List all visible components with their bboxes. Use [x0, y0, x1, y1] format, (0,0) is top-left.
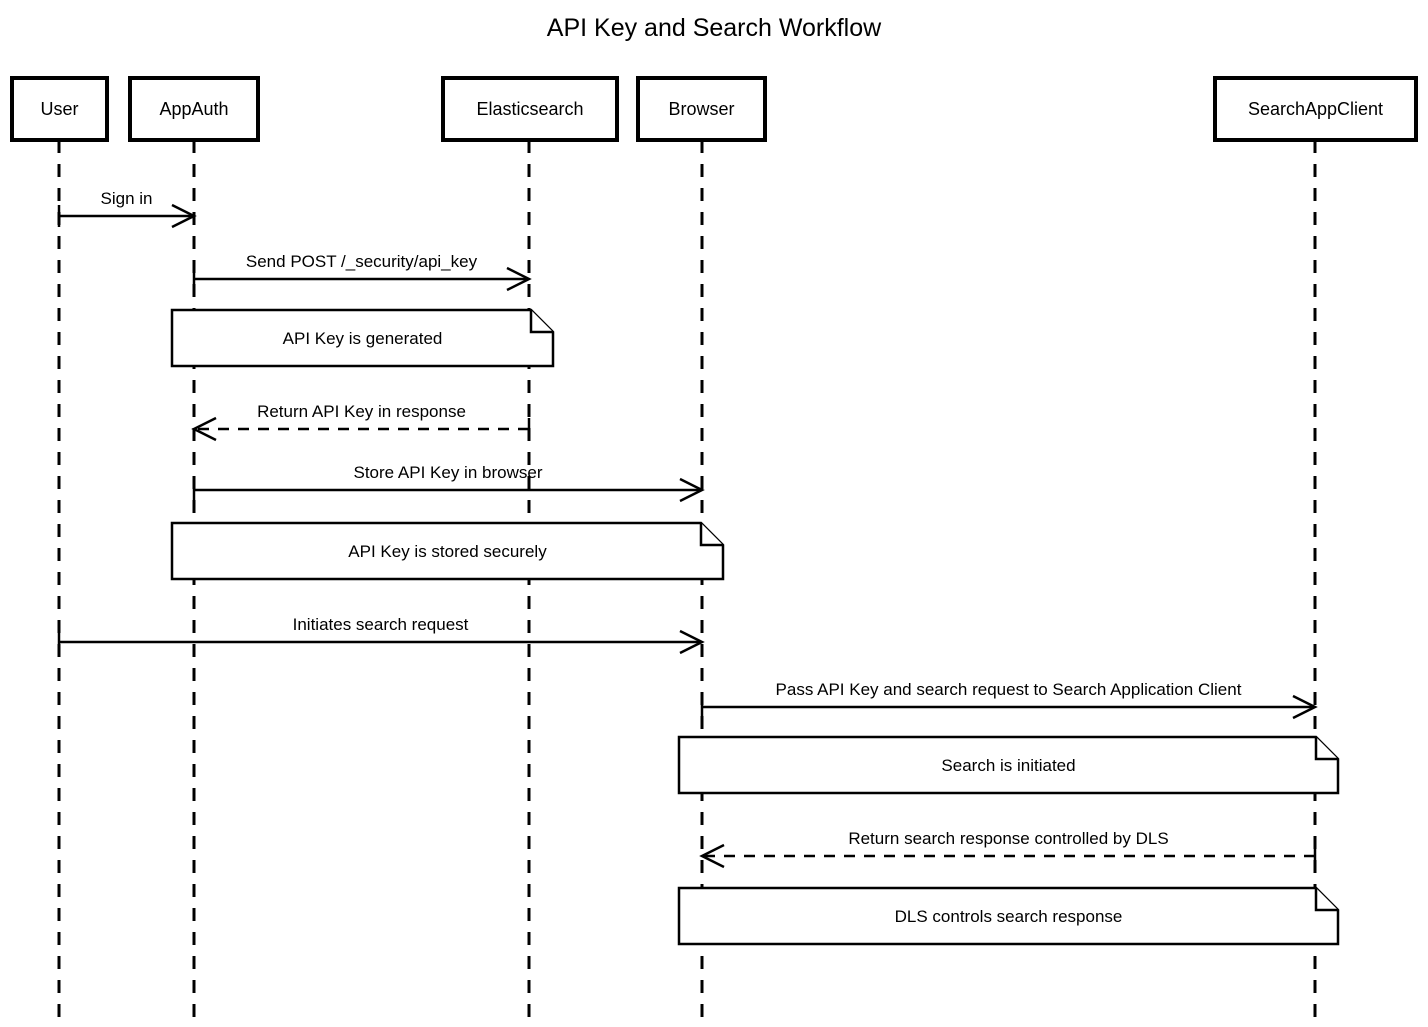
note-label-n1: API Key is generated [283, 329, 443, 348]
note-shape-n3 [677, 735, 1340, 795]
note-fold-corner-icon-n2 [699, 523, 723, 547]
participants-layer: User AppAuth Elasticsearch Browser SearchApp… [10, 76, 1418, 142]
message-label-m6: Pass API Key and search request to Searc… [776, 680, 1242, 699]
note-fold-corner-icon-n1 [529, 310, 553, 334]
participant-box-elasticsearch [441, 76, 619, 142]
arrow-head-icon-m7 [699, 843, 725, 869]
arrow-head-icon-m4 [679, 477, 705, 503]
message-label-m5: Initiates search request [293, 615, 469, 634]
message-label-m1: Sign in [101, 189, 153, 208]
message-m6: Pass API Key and search request to Searc… [700, 680, 1318, 720]
participant-label-searchappclient: SearchAppClient [1248, 99, 1383, 119]
message-label-m7: Return search response controlled by DLS [848, 829, 1168, 848]
participant-appauth[interactable]: AppAuth [128, 76, 260, 142]
note-label-n4: DLS controls search response [895, 907, 1123, 926]
participant-box-browser [636, 76, 767, 142]
participant-user[interactable]: User [10, 76, 109, 142]
note-shape-n2 [170, 521, 725, 581]
arrow-head-icon-m1 [171, 203, 197, 229]
note-n4: DLS controls search response [677, 886, 1340, 946]
message-m4: Store API Key in browser [192, 463, 705, 503]
arrow-head-icon-m6 [1292, 694, 1318, 720]
participant-label-browser: Browser [668, 99, 734, 119]
note-n2: API Key is stored securely [170, 521, 725, 581]
participant-box-appauth [128, 76, 260, 142]
arrow-head-icon-m5 [679, 629, 705, 655]
note-shape-n4 [677, 886, 1340, 946]
participant-label-user: User [40, 99, 78, 119]
message-m1: Sign in [57, 189, 197, 229]
message-label-m3: Return API Key in response [257, 402, 466, 421]
note-shape-n1 [170, 308, 555, 368]
arrow-head-icon-m2 [506, 266, 532, 292]
participant-box-user [10, 76, 109, 142]
participant-browser[interactable]: Browser [636, 76, 767, 142]
arrow-head-icon-m3 [191, 416, 217, 442]
participant-searchappclient[interactable]: SearchAppClient [1213, 76, 1418, 142]
message-label-m2: Send POST /_security/api_key [246, 252, 478, 271]
note-label-n2: API Key is stored securely [348, 542, 547, 561]
note-fold-corner-icon-n4 [1314, 888, 1338, 912]
message-m7: Return search response controlled by DLS [699, 829, 1317, 869]
note-fold-corner-icon-n3 [1314, 737, 1338, 761]
message-m2: Send POST /_security/api_key [192, 252, 532, 292]
messages-layer: Sign in Send POST /_security/api_keyRetur… [57, 189, 1318, 869]
participant-label-appauth: AppAuth [159, 99, 228, 119]
message-m3: Return API Key in response [191, 402, 531, 442]
note-n3: Search is initiated [677, 735, 1340, 795]
message-label-m4: Store API Key in browser [354, 463, 543, 482]
note-label-n3: Search is initiated [941, 756, 1075, 775]
participant-box-searchappclient [1213, 76, 1418, 142]
message-m5: Initiates search request [57, 615, 705, 655]
participant-elasticsearch[interactable]: Elasticsearch [441, 76, 619, 142]
note-n1: API Key is generated [170, 308, 555, 368]
participant-label-elasticsearch: Elasticsearch [476, 99, 583, 119]
page-title: API Key and Search Workflow [547, 14, 882, 42]
